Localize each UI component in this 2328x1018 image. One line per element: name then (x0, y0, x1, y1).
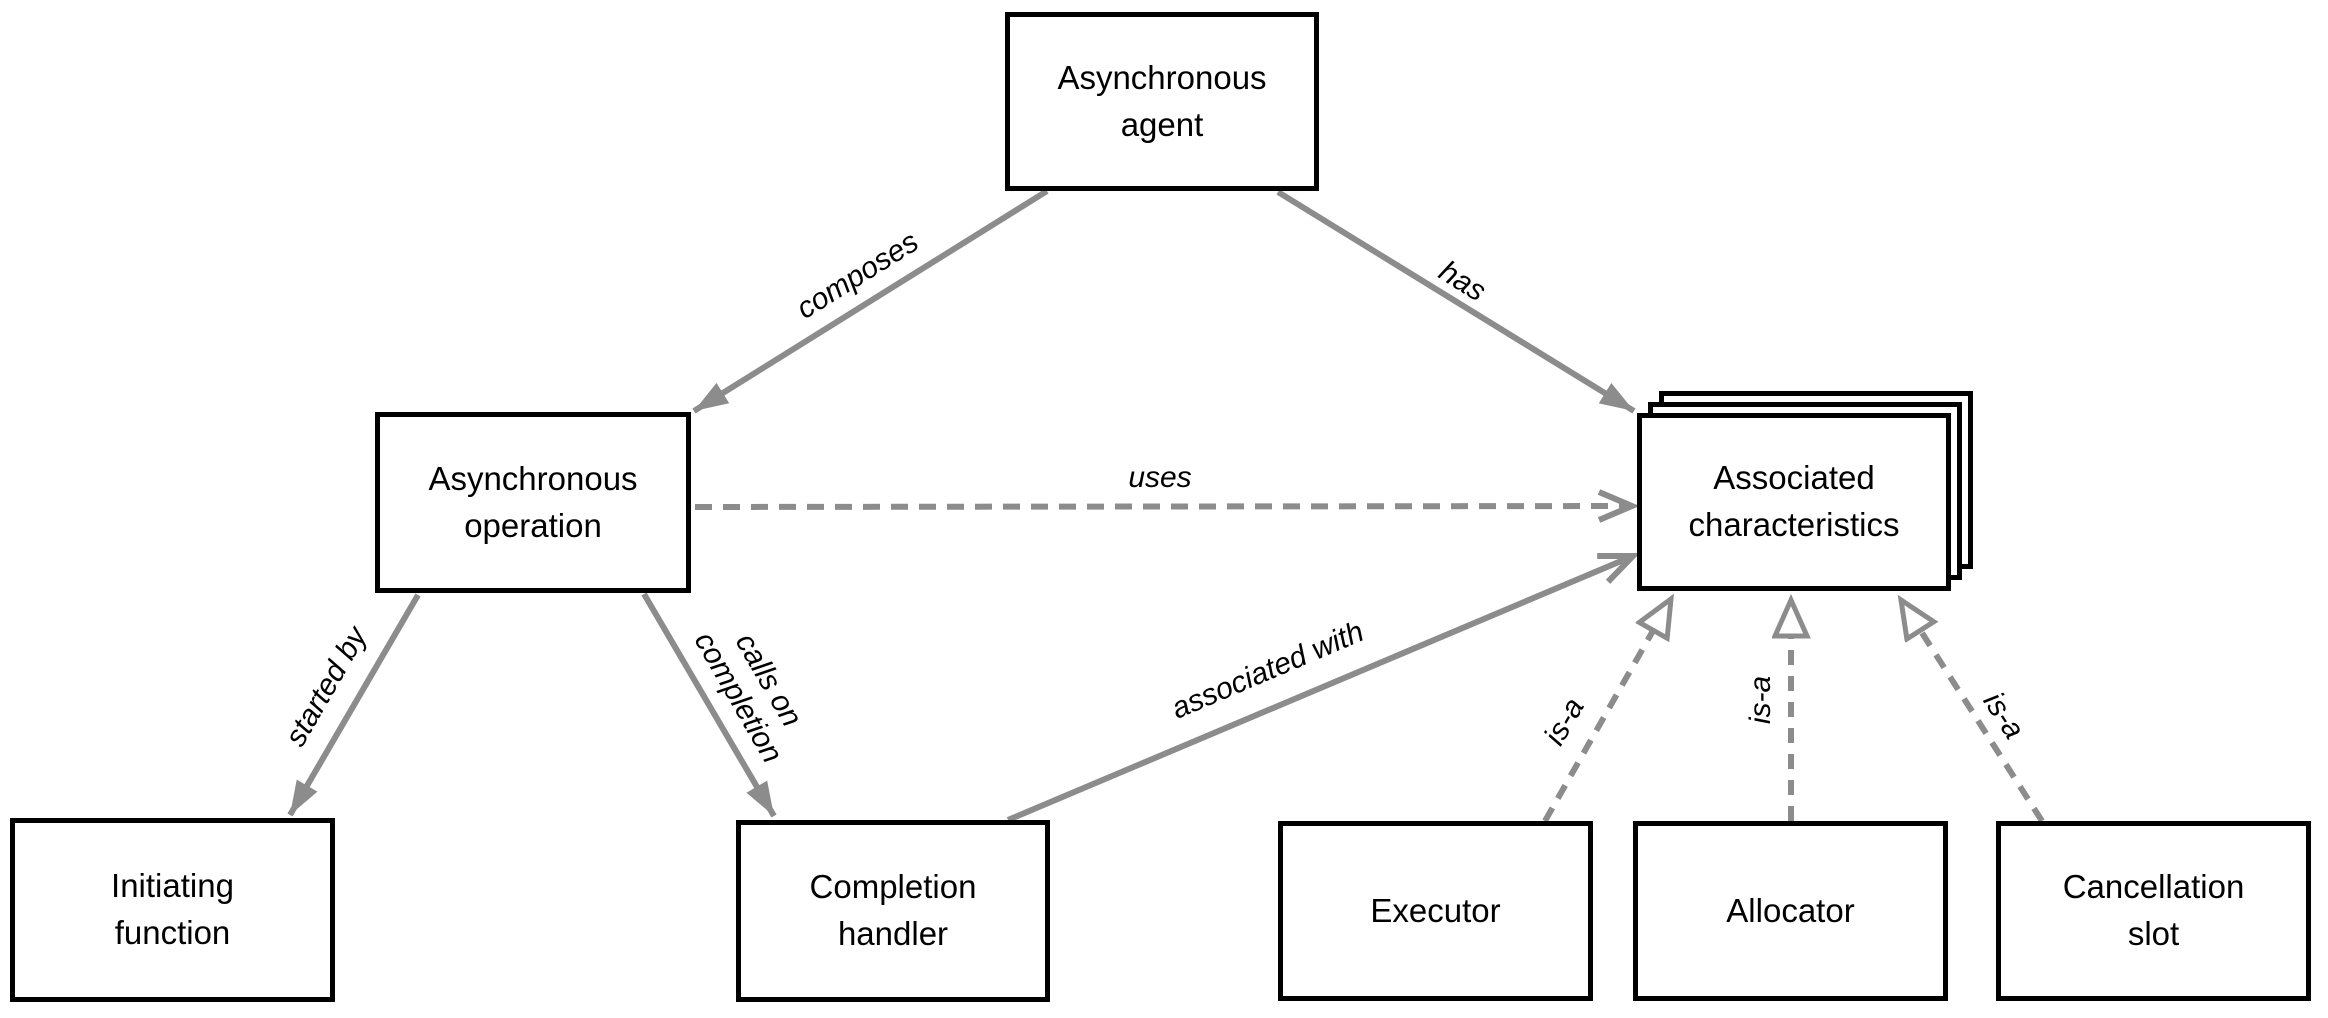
node-associated-characteristics: Associated characteristics (1637, 413, 1951, 591)
edge-uses-line (694, 506, 1632, 507)
edge-calls-on-completion-line (641, 592, 777, 818)
node-label-line: Associated (1713, 459, 1875, 497)
node-label-line: operation (464, 506, 602, 544)
node-label-line: slot (2127, 915, 2180, 952)
node-executor: Executor (1278, 821, 1593, 1001)
node-asynchronous-agent: Asynchronous agent (1005, 12, 1319, 191)
node-completion-handler: Completion handler (736, 820, 1050, 1002)
node-label-line: Asynchronous (428, 459, 638, 497)
node-label-line: Initiating (111, 867, 234, 905)
node-label-line: Completion (809, 868, 977, 906)
edge-has-line (1276, 189, 1636, 414)
edge-label-is-a-allocator: is-a (1743, 675, 1777, 725)
edge-associated-with-line (1006, 556, 1633, 823)
node-label-line: function (114, 914, 231, 951)
edge-composes-line (692, 188, 1049, 414)
node-label-line: Cancellation (2062, 868, 2245, 906)
node-label-line: Asynchronous (1057, 58, 1267, 96)
node-label-line: handler (837, 915, 949, 952)
node-label-line: characteristics (1688, 506, 1900, 543)
node-cancellation-slot: Cancellation slot (1996, 821, 2311, 1001)
node-label-line: Allocator (1726, 891, 1855, 929)
node-initiating-function: Initiating function (10, 818, 335, 1002)
node-label-line: agent (1120, 105, 1204, 143)
edge-is-a-executor-line (1542, 599, 1671, 823)
edge-is-a-cancellation-slot-line (1901, 600, 2045, 823)
edge-label-uses: uses (1128, 460, 1192, 494)
edge-started-by-line (287, 593, 421, 817)
node-label-line: Executor (1370, 891, 1501, 929)
node-asynchronous-operation: Asynchronous operation (375, 412, 691, 593)
node-allocator: Allocator (1633, 821, 1948, 1001)
